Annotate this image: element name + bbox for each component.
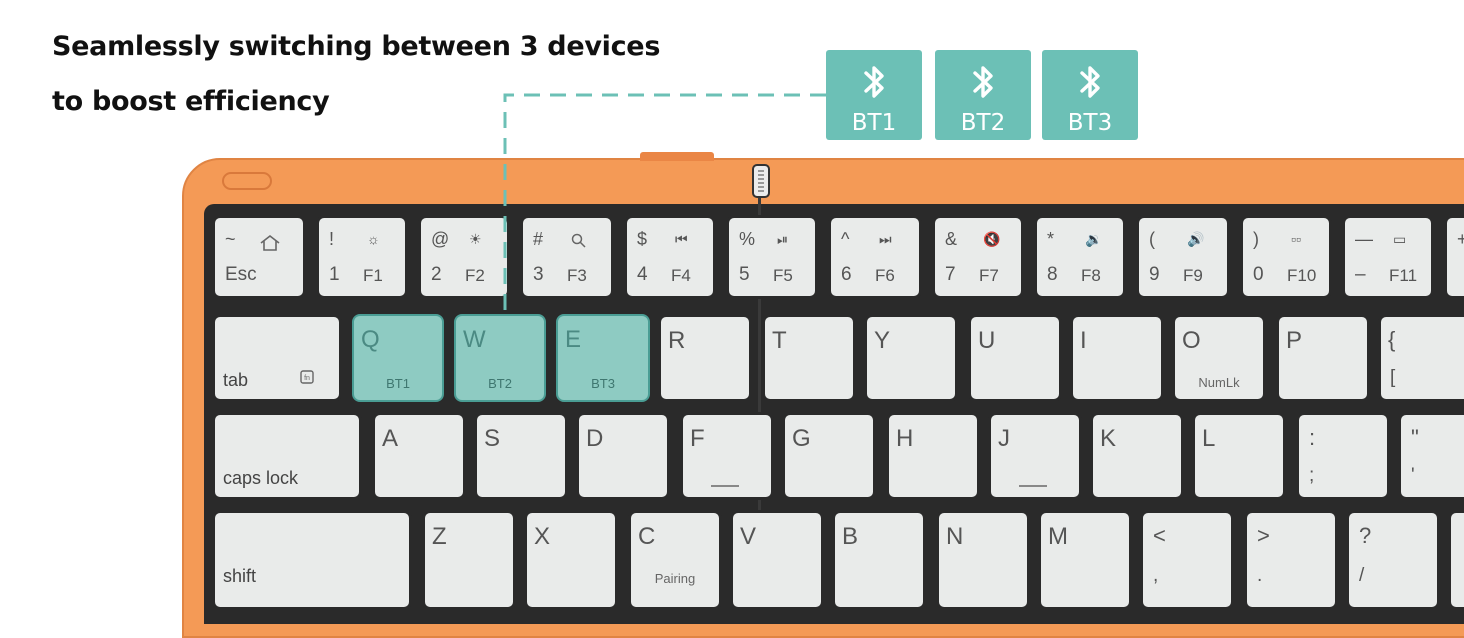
key-f10[interactable]: ) ▫▫ 0 F10 — [1240, 215, 1332, 299]
bt2-label: BT2 — [960, 110, 1006, 136]
key-l[interactable]: L — [1192, 412, 1286, 500]
key-w-bt2[interactable]: W BT2 — [454, 314, 546, 402]
next-track-icon: ⏭ — [879, 231, 892, 247]
key-f11[interactable]: — ▭ – F11 — [1342, 215, 1434, 299]
key-caps-lock[interactable]: caps lock — [212, 412, 362, 500]
key-comma[interactable]: < , — [1140, 510, 1234, 610]
bt1-label: BT1 — [851, 110, 897, 136]
search-icon — [571, 233, 586, 248]
key-g[interactable]: G — [782, 412, 876, 500]
screenshot-icon: ▭ — [1393, 231, 1407, 247]
home-row-bump — [1019, 485, 1047, 487]
key-x[interactable]: X — [524, 510, 618, 610]
key-e-bt3[interactable]: E BT3 — [556, 314, 650, 402]
key-u[interactable]: U — [968, 314, 1062, 402]
key-n[interactable]: N — [936, 510, 1030, 610]
key-q-bt1[interactable]: Q BT1 — [352, 314, 444, 402]
bt3-badge: BT3 — [1042, 50, 1138, 140]
key-m[interactable]: M — [1038, 510, 1132, 610]
bluetooth-icon — [864, 66, 884, 98]
key-f[interactable]: F — [680, 412, 774, 500]
key-i[interactable]: I — [1070, 314, 1164, 402]
keyboard-slot — [222, 172, 272, 190]
play-pause-icon: ⏯ — [777, 231, 789, 247]
key-f3[interactable]: # 3 F3 — [520, 215, 614, 299]
svg-text:fn: fn — [304, 375, 310, 382]
key-d[interactable]: D — [576, 412, 670, 500]
bt3-label: BT3 — [1067, 110, 1113, 136]
bluetooth-icon — [1080, 66, 1100, 98]
key-f6[interactable]: ^ ⏭ 6 F6 — [828, 215, 922, 299]
connector-line — [503, 93, 826, 314]
home-row-bump — [711, 485, 739, 487]
bt1-badge: BT1 — [826, 50, 922, 140]
volume-down-icon: 🔉 — [1085, 231, 1103, 247]
key-f2[interactable]: @ ☀ 2 F2 — [418, 215, 510, 299]
key-esc[interactable]: ~ Esc — [212, 215, 306, 299]
key-c-pairing[interactable]: C Pairing — [628, 510, 722, 610]
brightness-down-icon: ☼ — [367, 231, 380, 247]
key-bracket-left[interactable]: { [ — [1378, 314, 1464, 402]
home-icon — [260, 234, 280, 251]
indicator-light — [752, 164, 770, 198]
key-f12-partial[interactable]: + — [1444, 215, 1464, 299]
key-p[interactable]: P — [1276, 314, 1370, 402]
key-tab[interactable]: tab fn — [212, 314, 342, 402]
power-switch — [640, 152, 714, 161]
key-f4[interactable]: $ ⏮ 4 F4 — [624, 215, 716, 299]
volume-up-icon: 🔊 — [1187, 231, 1205, 247]
headline-line-1: Seamlessly switching between 3 devices — [52, 31, 661, 62]
key-y[interactable]: Y — [864, 314, 958, 402]
key-j[interactable]: J — [988, 412, 1082, 500]
key-f8[interactable]: * 🔉 8 F8 — [1034, 215, 1126, 299]
key-o-numlk[interactable]: O NumLk — [1172, 314, 1266, 402]
key-a[interactable]: A — [372, 412, 466, 500]
lock-icon: fn — [300, 370, 314, 384]
bluetooth-icon — [973, 66, 993, 98]
key-r[interactable]: R — [658, 314, 752, 402]
key-t[interactable]: T — [762, 314, 856, 402]
brightness-up-icon: ☀ — [469, 231, 482, 247]
bt2-badge: BT2 — [935, 50, 1031, 140]
key-v[interactable]: V — [730, 510, 824, 610]
key-s[interactable]: S — [474, 412, 568, 500]
previous-track-icon: ⏮ — [675, 231, 688, 247]
mute-icon: 🔇 — [983, 231, 1001, 247]
plus-icon: + — [1457, 230, 1464, 248]
key-f5[interactable]: % ⏯ 5 F5 — [726, 215, 818, 299]
key-semicolon[interactable]: : ; — [1296, 412, 1390, 500]
keyboard-hinge-line — [758, 198, 761, 600]
key-quote[interactable]: " ' — [1398, 412, 1464, 500]
key-b[interactable]: B — [832, 510, 926, 610]
key-f7[interactable]: & 🔇 7 F7 — [932, 215, 1024, 299]
key-f1[interactable]: ! ☼ 1 F1 — [316, 215, 408, 299]
key-h[interactable]: H — [886, 412, 980, 500]
key-f9[interactable]: ( 🔊 9 F9 — [1136, 215, 1230, 299]
key-k[interactable]: K — [1090, 412, 1184, 500]
headline-line-2: to boost efficiency — [52, 86, 330, 117]
key-z[interactable]: Z — [422, 510, 516, 610]
apps-icon: ▫▫ — [1291, 231, 1301, 247]
